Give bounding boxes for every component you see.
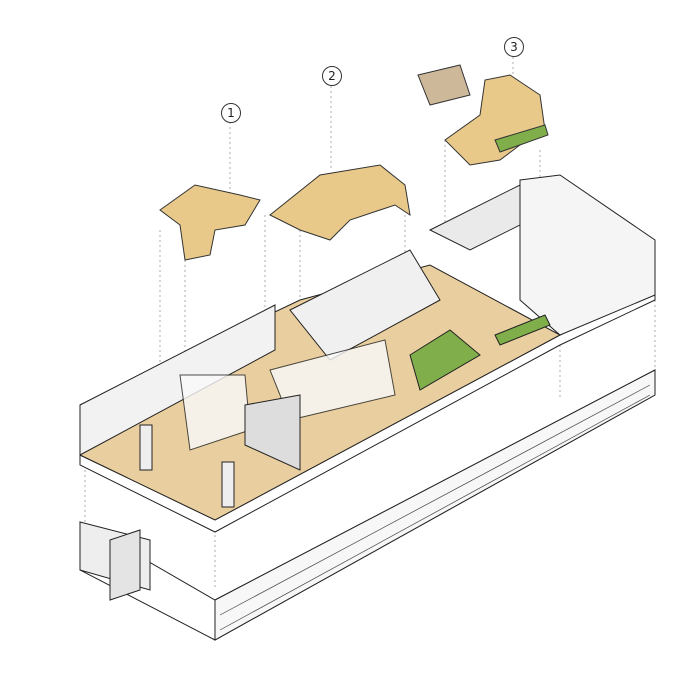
ceiling-canopies xyxy=(159,64,549,261)
canopy-1 xyxy=(159,184,261,261)
slat-module xyxy=(417,64,471,106)
callout-2: 2 xyxy=(322,66,342,86)
upper-floor xyxy=(79,174,656,533)
callout-1: 1 xyxy=(221,103,241,123)
lower-floor xyxy=(79,369,656,641)
callout-3: 3 xyxy=(504,37,524,57)
canopy-2 xyxy=(269,164,411,241)
